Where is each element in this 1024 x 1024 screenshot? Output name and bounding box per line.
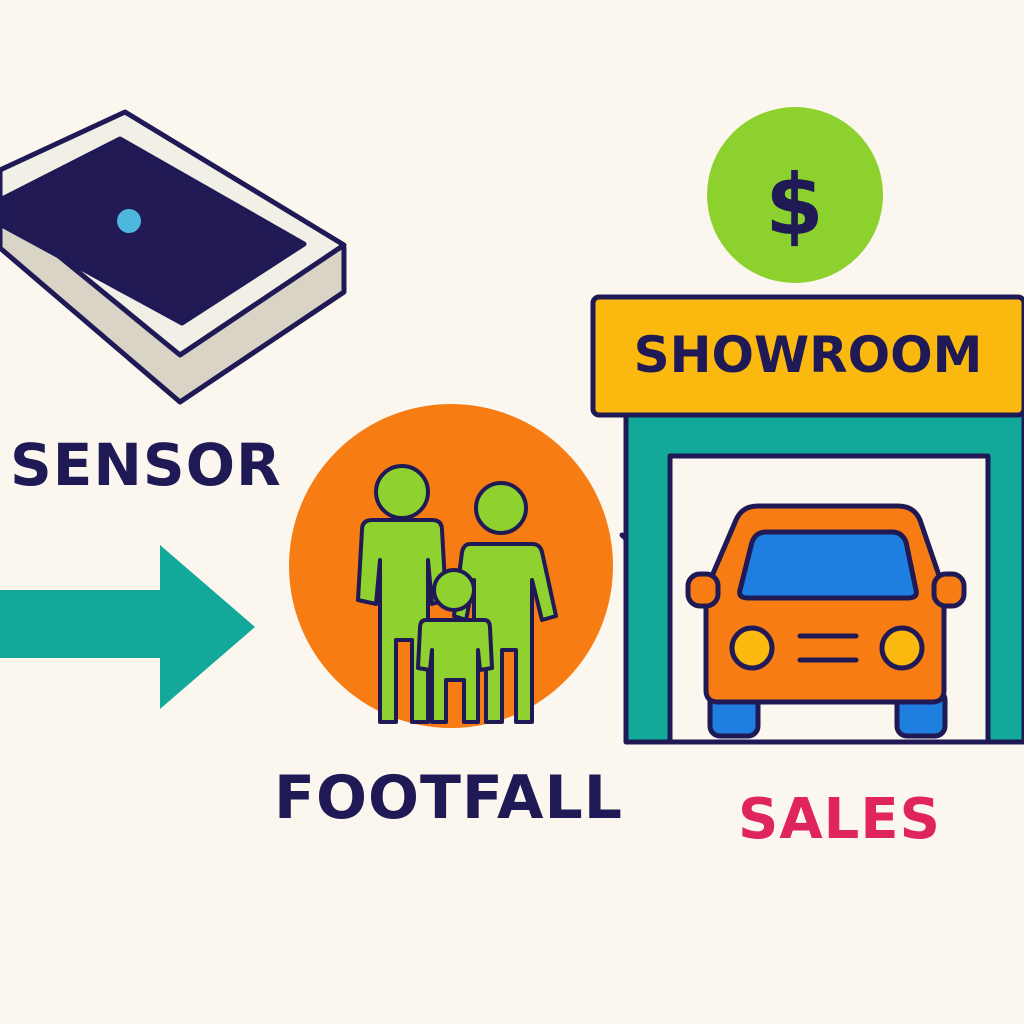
footfall-label: FOOTFALL [274, 763, 623, 833]
car-icon [685, 503, 967, 739]
sensor-label: SENSOR [10, 431, 282, 499]
arrow-right-icon [0, 545, 255, 709]
sensor-device-icon [0, 109, 347, 405]
family-icon [289, 404, 613, 728]
dollar-icon [707, 107, 883, 283]
showroom-sign-label: SHOWROOM [633, 326, 983, 384]
dollar-symbol: $ [765, 156, 825, 254]
sales-label: SALES [738, 787, 941, 852]
